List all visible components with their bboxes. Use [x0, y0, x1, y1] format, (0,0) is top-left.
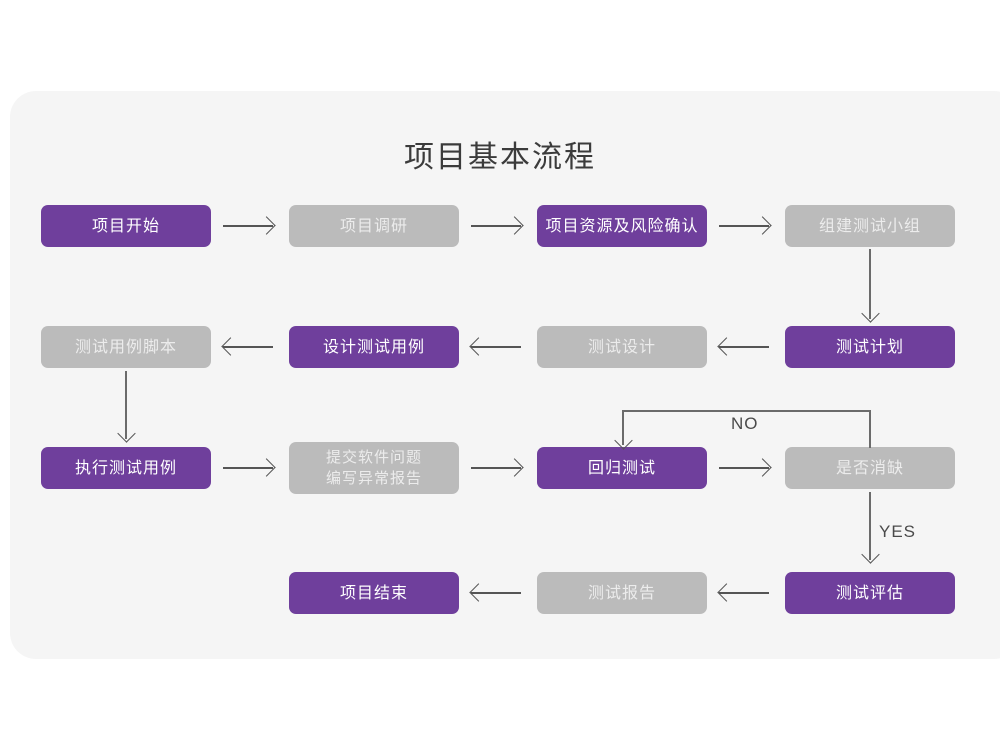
node-build-test-team[interactable]: 组建测试小组 — [785, 205, 955, 247]
node-project-end[interactable]: 项目结束 — [289, 572, 459, 614]
content-card — [10, 91, 1000, 659]
arrow-head-risk-to-team — [753, 216, 772, 235]
node-regression-test[interactable]: 回归测试 — [537, 447, 707, 489]
arrow-line-plan-to-testdesign — [719, 346, 769, 348]
arrow-line-submit-to-regression — [471, 467, 521, 469]
node-submit-bug-report[interactable]: 提交软件问题 编写异常报告 — [289, 442, 459, 494]
arrow-head-team-to-plan — [861, 304, 880, 323]
node-execute-test-case[interactable]: 执行测试用例 — [41, 447, 211, 489]
arrow-head-script-to-execute — [117, 424, 136, 443]
node-test-plan[interactable]: 测试计划 — [785, 326, 955, 368]
arrow-head-design-to-script — [221, 337, 240, 356]
page-title: 项目基本流程 — [404, 141, 596, 174]
arrow-head-testdesign-to-design — [469, 337, 488, 356]
node-defect-cleared[interactable]: 是否消缺 — [785, 447, 955, 489]
node-test-report[interactable]: 测试报告 — [537, 572, 707, 614]
node-test-case-script[interactable]: 测试用例脚本 — [41, 326, 211, 368]
arrow-line-team-to-plan — [869, 249, 871, 319]
arrow-head-submit-to-regression — [505, 458, 524, 477]
arrow-line-design-to-script — [223, 346, 273, 348]
node-design-test-case[interactable]: 设计测试用例 — [289, 326, 459, 368]
arrow-line-script-to-execute — [125, 371, 127, 439]
yes-branch-line — [869, 492, 871, 560]
node-test-evaluation[interactable]: 测试评估 — [785, 572, 955, 614]
arrow-line-start-to-research — [223, 225, 273, 227]
no-loop-top-segment — [622, 410, 871, 412]
edge-label-yes: YES — [879, 522, 917, 541]
arrow-head-evaluation-to-report — [717, 583, 736, 602]
no-loop-right-segment — [869, 410, 871, 448]
arrow-line-risk-to-team — [719, 225, 769, 227]
arrow-line-testdesign-to-design — [471, 346, 521, 348]
arrow-line-execute-to-submit — [223, 467, 273, 469]
arrow-head-regression-to-defect — [753, 458, 772, 477]
node-test-design[interactable]: 测试设计 — [537, 326, 707, 368]
arrow-head-plan-to-testdesign — [717, 337, 736, 356]
yes-branch-arrow-head — [861, 545, 880, 564]
arrow-line-report-to-end — [471, 592, 521, 594]
arrow-head-report-to-end — [469, 583, 488, 602]
arrow-head-research-to-risk — [505, 216, 524, 235]
no-loop-left-segment — [622, 410, 624, 445]
arrow-line-regression-to-defect — [719, 467, 769, 469]
arrow-head-execute-to-submit — [257, 458, 276, 477]
edge-label-no: NO — [731, 414, 759, 433]
node-project-start[interactable]: 项目开始 — [41, 205, 211, 247]
node-project-research[interactable]: 项目调研 — [289, 205, 459, 247]
arrow-head-start-to-research — [257, 216, 276, 235]
arrow-line-evaluation-to-report — [719, 592, 769, 594]
node-resource-risk-confirm[interactable]: 项目资源及风险确认 — [537, 205, 707, 247]
arrow-line-research-to-risk — [471, 225, 521, 227]
